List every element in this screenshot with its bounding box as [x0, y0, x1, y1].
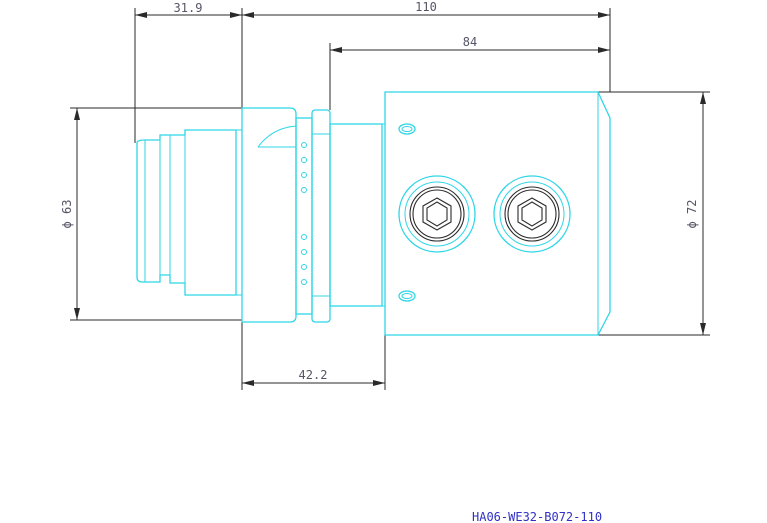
dimension-42-2: 42.2 — [241, 320, 386, 390]
dimension-label-110: 110 — [415, 0, 437, 14]
dimension-label-31-9: 31.9 — [174, 1, 203, 15]
groove-ring — [295, 109, 331, 323]
dimension-84: 84 — [329, 35, 611, 110]
dimension-110: 110 — [242, 0, 611, 92]
socket-screw-left — [398, 175, 476, 253]
neck — [329, 123, 383, 307]
dimension-31-9: 31.9 — [134, 1, 243, 143]
bottom-oval-hole — [398, 290, 416, 302]
tool-holder-outline — [136, 91, 611, 336]
main-body — [382, 91, 611, 336]
dimension-phi-63: ϕ 63 — [60, 107, 242, 321]
hsk-shank — [136, 129, 237, 296]
socket-screw-right — [493, 175, 571, 253]
top-oval-hole — [398, 123, 416, 135]
part-number-label: HA06-WE32-B072-110 — [472, 510, 602, 523]
dimension-label-42-2: 42.2 — [299, 368, 328, 382]
dimension-label-phi-72: ϕ 72 — [685, 200, 699, 229]
dimension-label-84: 84 — [463, 35, 477, 49]
flange — [236, 107, 297, 323]
dimension-label-phi-63: ϕ 63 — [60, 200, 74, 229]
dimension-phi-72: ϕ 72 — [590, 91, 710, 336]
